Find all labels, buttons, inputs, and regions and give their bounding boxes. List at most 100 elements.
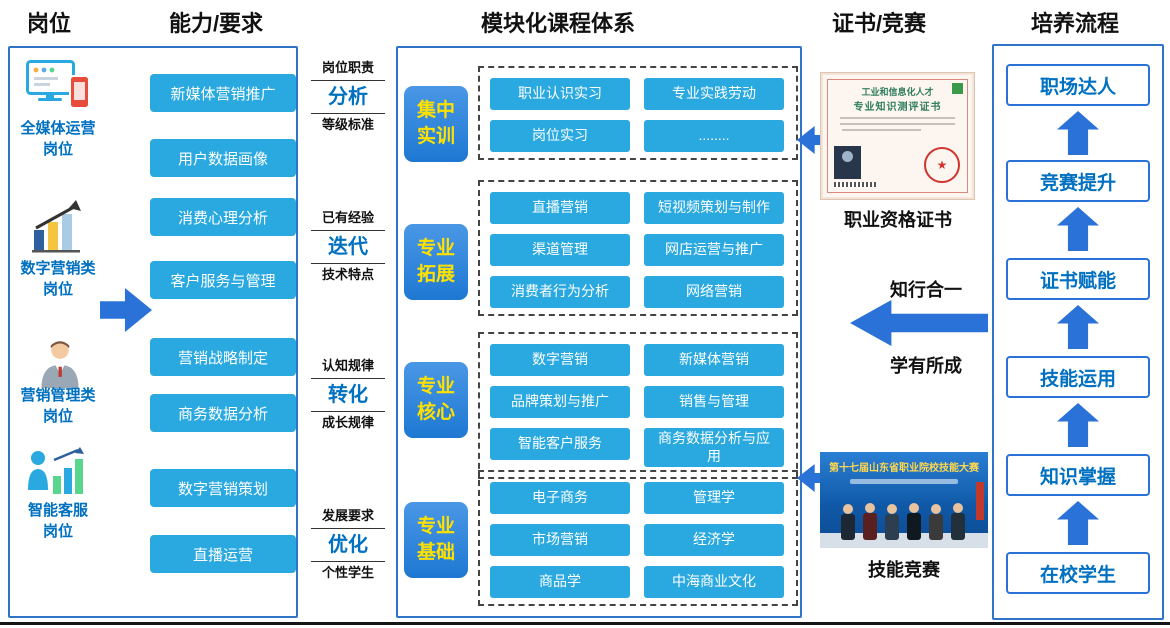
pipeline-stage-zhishi-zhangwo: 知识掌握 xyxy=(1006,454,1150,496)
divider xyxy=(311,229,385,231)
header-flow: 培养流程 xyxy=(1030,11,1119,36)
pipeline-stage-jingsai-tisheng: 竞赛提升 xyxy=(1006,160,1150,202)
competition-red-banner xyxy=(976,482,984,520)
course-item: 中海商业文化 xyxy=(644,566,784,598)
position-label-zhineng-kefu: 智能客服岗位 xyxy=(27,502,88,540)
header-positions: 岗位 xyxy=(26,11,71,36)
transform-analysis: 岗位职责 分析 等级标准 xyxy=(300,60,396,134)
pipeline-stage-zaixiao-xuesheng: 在校学生 xyxy=(1006,552,1150,594)
transform-bottom-label: 成长规律 xyxy=(321,414,374,430)
course-group-extension: 直播营销 短视频策划与制作 渠道管理 网店运营与推广 消费者行为分析 网络营销 xyxy=(478,180,798,316)
course-item: 智能客户服务 xyxy=(490,428,630,460)
course-item: 专业实践劳动 xyxy=(644,78,784,110)
course-item: 消费者行为分析 xyxy=(490,276,630,308)
course-item: 职业认识实习 xyxy=(490,78,630,110)
course-item: 网店运营与推广 xyxy=(644,234,784,266)
course-group-core: 数字营销 新媒体营销 品牌策划与推广 销售与管理 智能客户服务 商务数据分析与应… xyxy=(478,332,798,479)
competition-subtitle-bar xyxy=(850,479,958,484)
competition-people xyxy=(841,503,965,540)
transform-conversion: 认知规律 转化 成长规律 xyxy=(300,358,396,432)
course-item: 新媒体营销 xyxy=(644,344,784,376)
module-pill-zhuanye-hexin: 专业核心 xyxy=(404,362,468,438)
transform-optimization: 发展要求 优化 个性学生 xyxy=(300,508,396,582)
course-group-foundation: 电子商务 管理学 市场营销 经济学 商品学 中海商业文化 xyxy=(478,470,798,606)
certificate-label: 职业资格证书 xyxy=(844,210,952,230)
certificate-barcode xyxy=(834,182,876,187)
motto-top: 知行合一 xyxy=(890,280,962,300)
certificate-photo xyxy=(834,146,861,179)
ability-item: 商务数据分析 xyxy=(150,394,296,432)
course-item: 渠道管理 xyxy=(490,234,630,266)
divider xyxy=(311,112,385,114)
certificate-title-line2: 专业知识测评证书 xyxy=(853,102,942,113)
certificate-image: 工业和信息化人才 专业知识测评证书 ★ xyxy=(820,72,975,200)
pipeline-stage-jineng-yunyong: 技能运用 xyxy=(1006,356,1150,398)
course-item: 网络营销 xyxy=(644,276,784,308)
divider xyxy=(311,79,385,81)
header-certificates: 证书/竞赛 xyxy=(831,11,927,36)
ability-item: 数字营销策划 xyxy=(150,469,296,507)
transform-bottom-label: 个性学生 xyxy=(321,564,374,580)
course-item: 电子商务 xyxy=(490,482,630,514)
manager-person-icon xyxy=(34,338,86,388)
position-label-shuzi-yingxiao: 数字营销类岗位 xyxy=(20,260,96,298)
motto-bottom: 学有所成 xyxy=(890,356,962,376)
header-curriculum: 模块化课程体系 xyxy=(480,11,635,36)
certificate-seal: ★ xyxy=(924,147,960,183)
transform-top-label: 岗位职责 xyxy=(321,60,374,75)
ability-item: 营销战略制定 xyxy=(150,338,296,376)
certificate-frame: 工业和信息化人才 专业知识测评证书 ★ xyxy=(827,79,968,193)
transform-mid-label: 迭代 xyxy=(328,235,368,258)
competition-label: 技能竞赛 xyxy=(868,560,940,580)
transform-mid-label: 转化 xyxy=(328,383,368,406)
course-item: 管理学 xyxy=(644,482,784,514)
divider xyxy=(311,262,385,264)
module-pill-jizhong-shixun: 集中实训 xyxy=(404,86,468,162)
course-item: 商务数据分析与应用 xyxy=(644,428,784,467)
course-item: 品牌策划与推广 xyxy=(490,386,630,418)
course-item: 销售与管理 xyxy=(644,386,784,418)
transform-mid-label: 优化 xyxy=(328,533,368,556)
divider xyxy=(311,527,385,529)
course-item: 直播营销 xyxy=(490,192,630,224)
ability-item: 用户数据画像 xyxy=(150,139,296,177)
transform-mid-label: 分析 xyxy=(328,85,368,108)
course-item: 短视频策划与制作 xyxy=(644,192,784,224)
divider xyxy=(311,560,385,562)
pipeline-stage-zhichang-daren: 职场达人 xyxy=(1006,64,1150,106)
course-item: 商品学 xyxy=(490,566,630,598)
certificate-qr-mark xyxy=(952,83,963,94)
divider xyxy=(311,377,385,379)
pipeline-stage-zhengshu-funeng: 证书赋能 xyxy=(1006,258,1150,300)
course-item: 经济学 xyxy=(644,524,784,556)
person-bars-icon xyxy=(26,446,88,500)
divider xyxy=(311,410,385,412)
bar-chart-arrow-icon xyxy=(30,198,88,254)
ability-item: 新媒体营销推广 xyxy=(150,74,296,112)
module-pill-zhuanye-tuozhan: 专业拓展 xyxy=(404,224,468,300)
competition-photo: 第十七届山东省职业院校技能大赛 xyxy=(820,452,988,548)
monitor-icon xyxy=(26,60,92,118)
ability-item: 消费心理分析 xyxy=(150,198,296,236)
course-item: 市场营销 xyxy=(490,524,630,556)
ability-item: 直播运营 xyxy=(150,535,296,573)
competition-floor xyxy=(820,533,988,548)
header-abilities: 能力/要求 xyxy=(168,11,264,36)
certificate-text-line xyxy=(840,117,955,119)
certificate-text-line xyxy=(842,129,921,131)
course-item: ........ xyxy=(644,120,784,152)
course-item: 岗位实习 xyxy=(490,120,630,152)
flow-to-curriculum-arrow xyxy=(850,300,988,346)
course-group-practice: 职业认识实习 专业实践劳动 岗位实习 ........ xyxy=(478,66,798,160)
course-item: 数字营销 xyxy=(490,344,630,376)
ability-item: 客户服务与管理 xyxy=(150,261,296,299)
transform-top-label: 发展要求 xyxy=(321,508,374,523)
transform-iteration: 已有经验 迭代 技术特点 xyxy=(300,210,396,284)
bottom-divider-line xyxy=(0,622,1170,625)
module-pill-zhuanye-jichu: 专业基础 xyxy=(404,502,468,578)
transform-bottom-label: 等级标准 xyxy=(321,116,374,132)
transform-bottom-label: 技术特点 xyxy=(321,266,374,282)
position-label-quanmeiti: 全媒体运营岗位 xyxy=(20,120,96,158)
position-label-yingxiao-guanli: 营销管理类岗位 xyxy=(20,387,96,425)
